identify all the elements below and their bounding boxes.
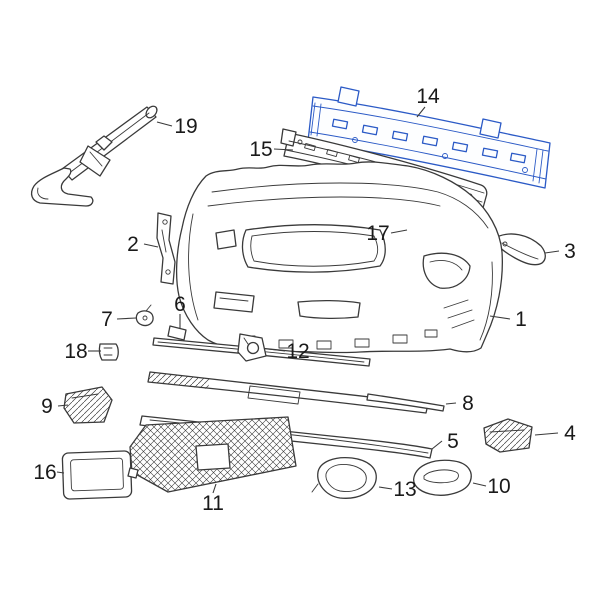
callout-2[interactable]: 2 <box>127 233 139 256</box>
callout-19[interactable]: 19 <box>174 115 197 138</box>
callout-4[interactable]: 4 <box>564 422 576 445</box>
callout-18[interactable]: 18 <box>64 340 87 363</box>
part-18-clip[interactable] <box>98 343 119 361</box>
callout-8[interactable]: 8 <box>462 392 474 415</box>
callout-10[interactable]: 10 <box>487 475 510 498</box>
callout-1[interactable]: 1 <box>515 308 527 331</box>
part-19-support-bar[interactable] <box>30 104 160 207</box>
leader-lines <box>56 106 560 494</box>
part-3-side-bracket[interactable] <box>496 233 546 266</box>
callout-13[interactable]: 13 <box>393 478 416 501</box>
part-14-impact-bar-highlighted[interactable] <box>307 86 551 189</box>
callout-9[interactable]: 9 <box>41 395 53 418</box>
part-13-fog-lamp-bezel[interactable] <box>311 456 377 499</box>
part-2-bracket[interactable] <box>156 212 176 285</box>
callout-labels: 1 2 3 4 5 6 7 8 9 10 11 12 13 14 15 16 1… <box>33 85 576 515</box>
callout-15[interactable]: 15 <box>249 138 272 161</box>
callout-7[interactable]: 7 <box>101 308 113 331</box>
callout-16[interactable]: 16 <box>33 461 56 484</box>
callout-14[interactable]: 14 <box>416 85 440 108</box>
callout-5[interactable]: 5 <box>447 430 459 453</box>
part-10-bezel[interactable] <box>412 459 472 496</box>
part-9-insert[interactable] <box>63 386 113 424</box>
part-1-bumper-cover[interactable] <box>175 161 503 354</box>
part-12-bracket[interactable] <box>237 333 267 362</box>
part-7-clip[interactable] <box>135 304 154 327</box>
callout-12[interactable]: 12 <box>286 340 309 363</box>
part-16-license-bracket[interactable] <box>61 450 139 500</box>
callout-3[interactable]: 3 <box>564 240 576 263</box>
part-8-molding-strip[interactable] <box>366 393 445 412</box>
part-4-bracket[interactable] <box>483 418 533 453</box>
valance-panel[interactable] <box>147 371 429 414</box>
callout-17[interactable]: 17 <box>366 222 389 245</box>
callout-6[interactable]: 6 <box>174 293 186 316</box>
callout-11[interactable]: 11 <box>202 492 224 515</box>
part-11-lower-grille[interactable] <box>129 416 297 493</box>
